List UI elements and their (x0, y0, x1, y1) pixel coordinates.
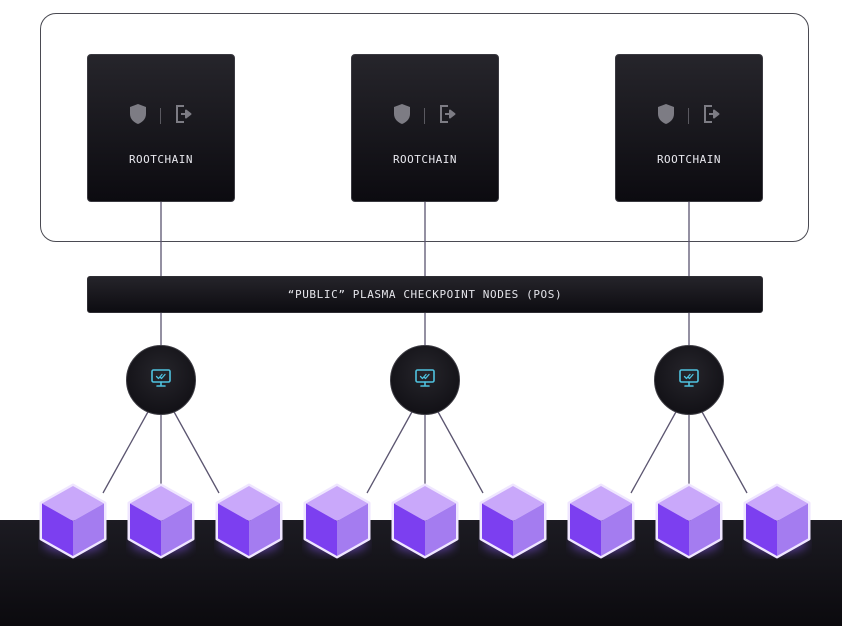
cube-icon (214, 483, 284, 559)
rootchain-node-1: ROOTCHAIN (87, 54, 235, 202)
rootchain-node-2: ROOTCHAIN (351, 54, 499, 202)
rootchain-label: ROOTCHAIN (128, 153, 194, 166)
cube-icon (654, 483, 724, 559)
icon-separator (159, 108, 161, 124)
cube-icon (38, 483, 108, 559)
monitor-check-icon (414, 368, 436, 392)
cube-icon (566, 483, 636, 559)
operator-node-3 (654, 345, 724, 415)
operator-node-2 (390, 345, 460, 415)
cube-icon (742, 483, 812, 559)
cube-icon (478, 483, 548, 559)
rootchain-label: ROOTCHAIN (656, 153, 722, 166)
cube-connector (436, 409, 484, 494)
cube-connector (630, 409, 678, 494)
exit-icon (437, 103, 459, 129)
exit-icon (173, 103, 195, 129)
monitor-check-icon (150, 368, 172, 392)
cube-icon (390, 483, 460, 559)
rootchain-label: ROOTCHAIN (392, 153, 458, 166)
cube-connector (366, 409, 414, 494)
shield-icon (656, 103, 676, 129)
cube-icon (302, 483, 372, 559)
cube-icon (126, 483, 196, 559)
cube-connector (102, 409, 150, 494)
monitor-check-icon (678, 368, 700, 392)
icon-separator (687, 108, 689, 124)
cube-connector (700, 409, 748, 494)
icon-separator (423, 108, 425, 124)
rootchain-node-3: ROOTCHAIN (615, 54, 763, 202)
operator-node-1 (126, 345, 196, 415)
cube-connector (172, 409, 220, 494)
exit-icon (701, 103, 723, 129)
checkpoint-nodes-label: “PUBLIC” PLASMA CHECKPOINT NODES (POS) (287, 288, 563, 301)
shield-icon (128, 103, 148, 129)
checkpoint-nodes-bar: “PUBLIC” PLASMA CHECKPOINT NODES (POS) (87, 276, 763, 313)
shield-icon (392, 103, 412, 129)
